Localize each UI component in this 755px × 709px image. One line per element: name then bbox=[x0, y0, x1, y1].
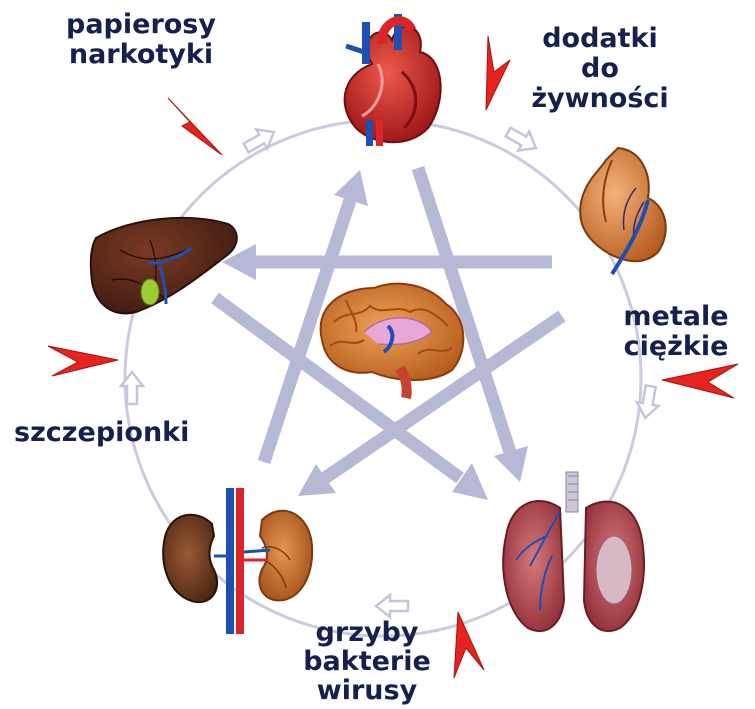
pointer-arrow bbox=[662, 364, 738, 398]
label-line: do bbox=[510, 54, 690, 84]
label-line: szczepionki bbox=[14, 418, 189, 448]
label-szczepionki: szczepionki bbox=[14, 418, 189, 448]
pointer-arrow bbox=[48, 346, 118, 376]
label-dodatki-do-zywnosci: dodatki do żywności bbox=[510, 24, 690, 114]
star-arrow-stomach-to-liver bbox=[222, 244, 552, 280]
label-line: wirusy bbox=[272, 676, 462, 705]
stomach-icon bbox=[580, 148, 666, 274]
label-metale-ciezkie: metale ciężkie bbox=[598, 302, 754, 362]
heart-icon bbox=[345, 14, 441, 146]
label-papierosy-narkotyki: papierosy narkotyki bbox=[66, 10, 216, 70]
pointer-arrow bbox=[168, 98, 222, 155]
brain-icon bbox=[321, 284, 464, 398]
label-line: bakterie bbox=[272, 647, 462, 676]
label-line: narkotyki bbox=[66, 40, 216, 70]
label-line: żywności bbox=[510, 84, 690, 114]
label-grzyby-bakterie-wirusy: grzyby bakterie wirusy bbox=[272, 618, 462, 705]
label-line: papierosy bbox=[66, 10, 216, 40]
kidneys-icon bbox=[163, 488, 312, 634]
label-line: ciężkie bbox=[598, 332, 754, 362]
pointer-arrow bbox=[486, 36, 510, 110]
label-line: metale bbox=[598, 302, 754, 332]
label-line: dodatki bbox=[510, 24, 690, 54]
cycle-arrow bbox=[376, 595, 408, 617]
label-line: grzyby bbox=[272, 618, 462, 647]
